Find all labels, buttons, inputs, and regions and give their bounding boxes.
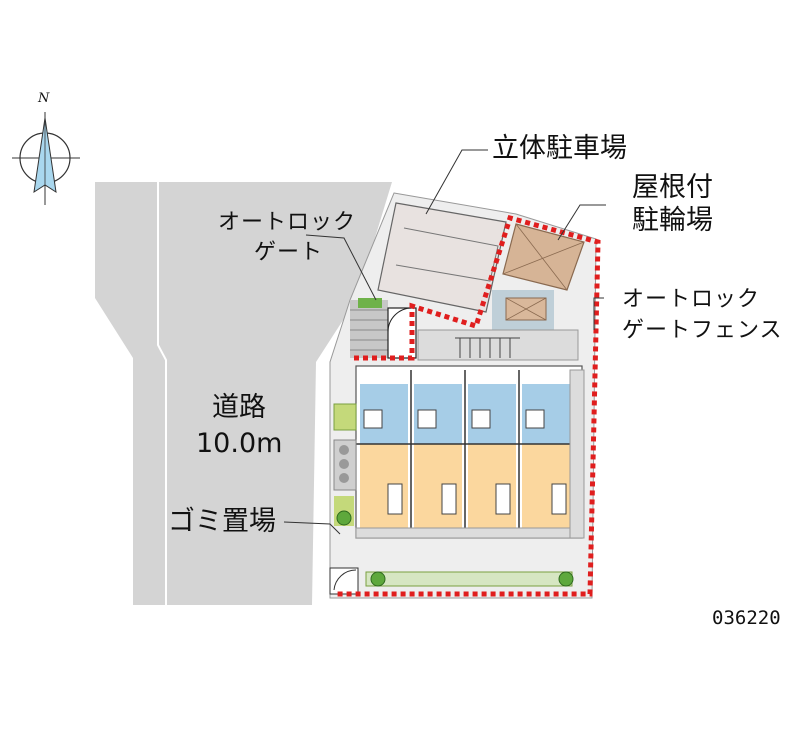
- autolock-fence-label-line1: オートロック: [622, 287, 761, 312]
- bike-parking-label-line2: 駐輪場: [632, 205, 713, 236]
- parking-structure: [377, 202, 507, 313]
- road-label: 道路: [212, 392, 266, 423]
- hedge: [365, 571, 573, 587]
- autolock-gate-label-line2: ゲート: [254, 240, 324, 265]
- autolock-fence-label-line2: ゲートフェンス: [622, 318, 783, 343]
- autolock-gate-fence: [334, 214, 601, 597]
- road-area: [95, 182, 392, 605]
- compass-label: N: [38, 91, 50, 106]
- property-code: 036220: [712, 607, 781, 629]
- garbage-area-label: ゴミ置場: [168, 506, 276, 537]
- bike-parking-label-line1: 屋根付: [632, 172, 713, 203]
- autolock-gate-label-line1: オートロック: [218, 210, 357, 235]
- compass-icon: [12, 112, 80, 205]
- parking-structure-label: 立体駐車場: [492, 133, 627, 164]
- road-width-label: 10.0m: [196, 428, 283, 459]
